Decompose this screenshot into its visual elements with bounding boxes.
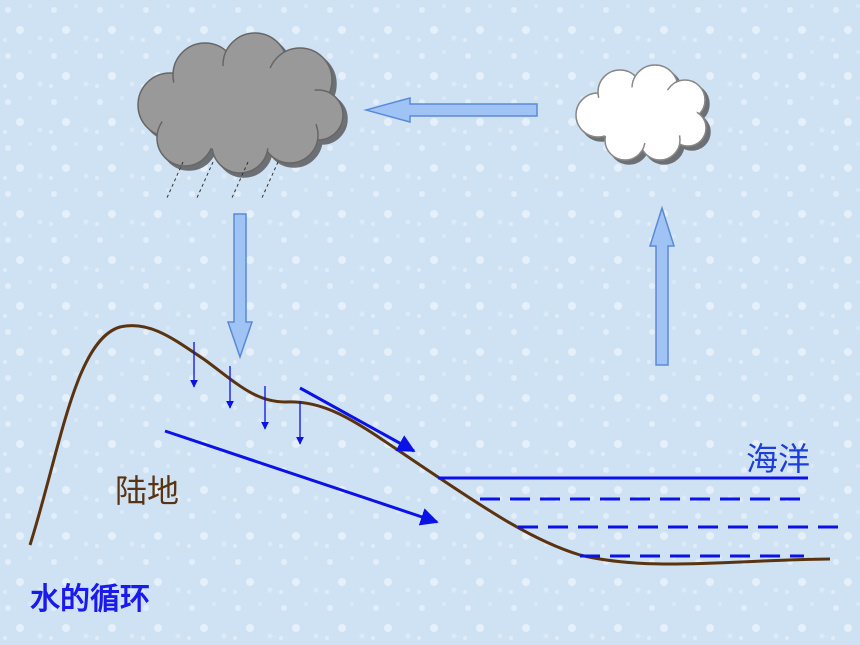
- ground-rain-arrows: [190, 342, 304, 445]
- arrow-down-precipitation: [226, 213, 254, 360]
- white-cloud-icon: [575, 64, 707, 161]
- ocean-label: 海洋: [746, 440, 811, 478]
- rain-cloud-icon: [137, 32, 344, 174]
- surface-runoff-arrow: [299, 386, 416, 453]
- diagram-title: 水的循环: [30, 582, 150, 617]
- land-label: 陆地: [115, 472, 180, 510]
- groundwater-flow-arrow: [164, 429, 439, 526]
- arrow-left-to-rain-cloud: [363, 97, 538, 123]
- rain-streaks: [165, 161, 279, 201]
- terrain-profile-line: [28, 324, 831, 566]
- arrow-up-evaporation: [648, 205, 676, 366]
